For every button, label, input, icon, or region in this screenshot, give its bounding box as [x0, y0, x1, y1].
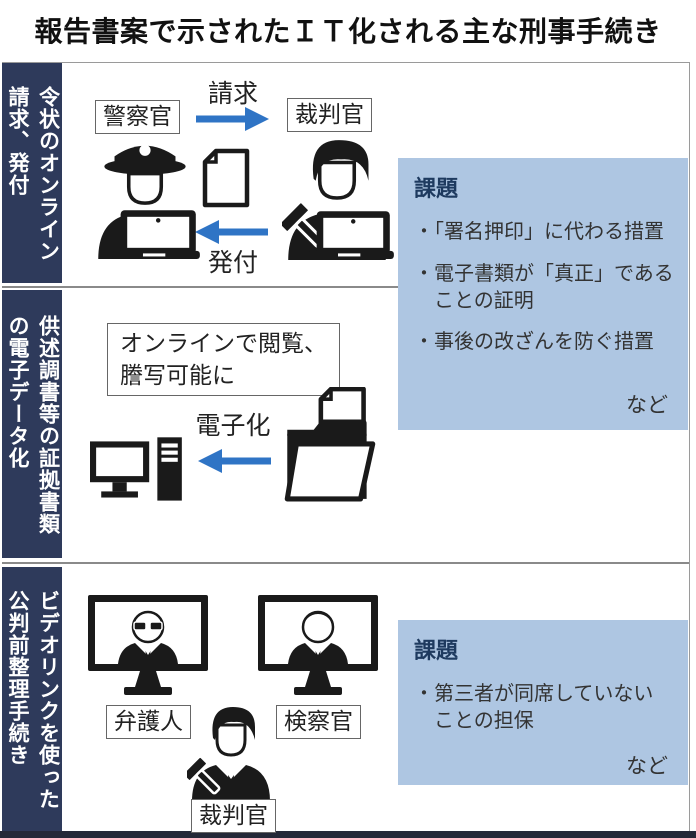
- request-arrow-label: 請求: [207, 80, 258, 108]
- digitize-arrow-icon: [196, 448, 274, 474]
- judge-gavel-icon: [187, 701, 275, 801]
- judge-gavel-laptop-icon: [282, 132, 394, 260]
- issue-item: ・第三者が同席していない ことの担保: [414, 683, 654, 732]
- sidebar-section3-label: ビデオリンクを使った 公判前整理手続き: [6, 590, 60, 810]
- issues-box-warrants: 課題 ・「署名押印」に代わる措置 ・電子書類が「真正」である ことの証明 ・事後…: [398, 158, 688, 430]
- page-title: 報告書案で示されたＩＴ化される主な刑事手続き: [34, 16, 662, 47]
- judge-label: 裁判官: [287, 98, 372, 132]
- desktop-computer-icon: [90, 437, 190, 505]
- prosecutor-video-monitor-icon: [258, 595, 378, 707]
- issue-arrow-icon: [193, 219, 271, 245]
- frame-right-line: [689, 62, 690, 832]
- issues-title: 課題: [414, 638, 459, 663]
- folder-document-icon: [283, 387, 377, 505]
- issues-title: 課題: [414, 176, 459, 201]
- frame-top-line: [2, 62, 690, 63]
- lawyer-video-monitor-icon: [88, 595, 208, 707]
- request-arrow-icon: [193, 106, 271, 132]
- online-viewing-caption-box: オンラインで閲覧、 謄写可能に: [107, 323, 340, 397]
- issue-arrow-label: 発付: [207, 249, 258, 277]
- issues-footer: など: [626, 754, 668, 778]
- police-officer-label: 警察官: [95, 100, 180, 134]
- prosecutor-label: 検察官: [276, 705, 361, 739]
- police-officer-icon: [90, 133, 200, 259]
- digitize-arrow-label: 電子化: [195, 412, 271, 440]
- document-icon: [202, 148, 250, 208]
- issues-box-videolink: 課題 ・第三者が同席していない ことの担保 など: [398, 620, 688, 785]
- frame-bottom-bar: [0, 831, 696, 838]
- issue-item: ・「署名押印」に代わる措置: [414, 221, 664, 243]
- issue-item: ・事後の改ざんを防ぐ措置: [414, 331, 654, 354]
- section-divider-1: [2, 286, 398, 288]
- sidebar-section1-warrants: 令状のオンライン 請求、発付: [2, 63, 62, 283]
- section-divider-2: [2, 562, 689, 564]
- sidebar-section1-label: 令状のオンライン 請求、発付: [6, 86, 60, 262]
- issue-item: ・電子書類が「真正」である ことの証明: [414, 262, 674, 312]
- lawyer-label: 弁護人: [106, 705, 191, 739]
- sidebar-section2-label: 供述調書等の証拠書類 の電子データ化: [6, 315, 60, 535]
- judge3-label: 裁判官: [191, 799, 276, 833]
- issues-footer: など: [626, 394, 668, 417]
- sidebar-section3-videolink: ビデオリンクを使った 公判前整理手続き: [2, 567, 62, 831]
- sidebar-section2-evidence: 供述調書等の証拠書類 の電子データ化: [2, 290, 62, 558]
